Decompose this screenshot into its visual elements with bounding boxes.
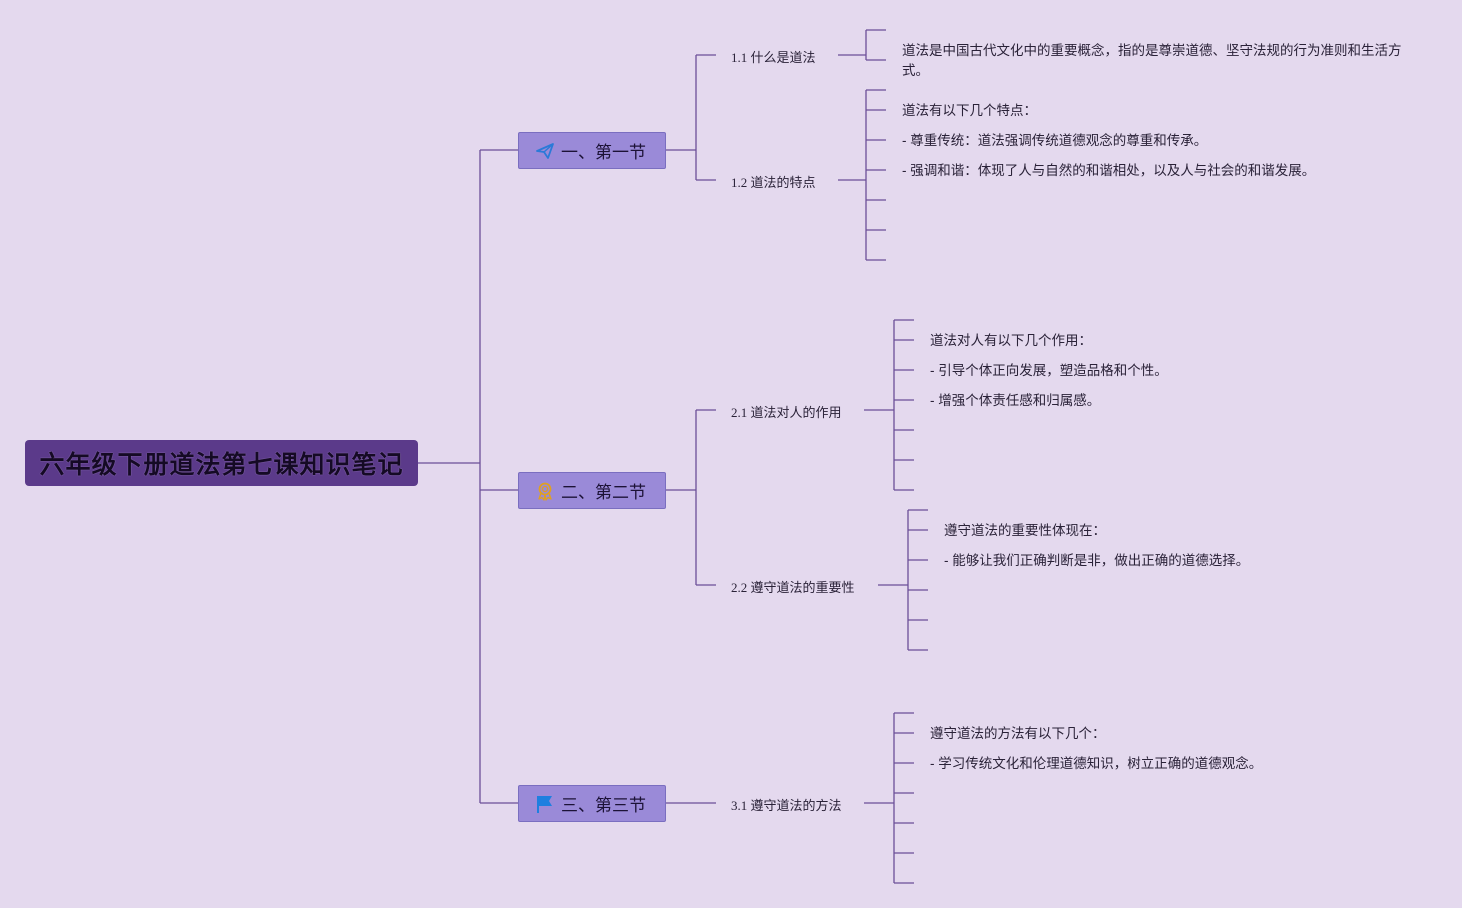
leaf-1-2-c[interactable]: - 强调和谐：体现了人与自然的和谐相处，以及人与社会的和谐发展。 (902, 163, 1316, 178)
section-1-node[interactable]: 一、第一节 (518, 132, 666, 169)
section-3-label: 三、第三节 (561, 796, 646, 816)
paper-plane-icon (535, 141, 555, 161)
leaf-2-2-a[interactable]: 遵守道法的重要性体现在： (944, 523, 1106, 538)
leaf-3-1-a[interactable]: 遵守道法的方法有以下几个： (930, 726, 1106, 741)
subtopic-1-2[interactable]: 1.2 道法的特点 (731, 175, 816, 190)
subtopic-1-1[interactable]: 1.1 什么是道法 (731, 50, 816, 65)
subtopic-2-2[interactable]: 2.2 遵守道法的重要性 (731, 580, 855, 595)
section-1-label: 一、第一节 (561, 143, 646, 163)
subtopic-3-1[interactable]: 3.1 遵守道法的方法 (731, 798, 842, 813)
leaf-1-2-a[interactable]: 道法有以下几个特点： (902, 103, 1037, 118)
leaf-2-1-b[interactable]: - 引导个体正向发展，塑造品格和个性。 (930, 363, 1168, 378)
award-ribbon-icon (535, 481, 555, 501)
leaf-3-1-b[interactable]: - 学习传统文化和伦理道德知识，树立正确的道德观念。 (930, 756, 1263, 771)
section-3-node[interactable]: 三、第三节 (518, 785, 666, 822)
leaf-2-1-a[interactable]: 道法对人有以下几个作用： (930, 333, 1092, 348)
root-title: 六年级下册道法第七课知识笔记 (39, 450, 404, 479)
leaf-1-1-a[interactable]: 道法是中国古代文化中的重要概念，指的是尊崇道德、坚守法规的行为准则和生活方式。 (902, 43, 1402, 78)
section-2-label: 二、第二节 (561, 483, 646, 503)
root-topic[interactable]: 六年级下册道法第七课知识笔记 (25, 440, 418, 486)
leaf-1-2-b[interactable]: - 尊重传统：道法强调传统道德观念的尊重和传承。 (902, 133, 1208, 148)
flag-icon (535, 794, 555, 814)
leaf-2-2-b[interactable]: - 能够让我们正确判断是非，做出正确的道德选择。 (944, 553, 1250, 568)
subtopic-2-1[interactable]: 2.1 道法对人的作用 (731, 405, 842, 420)
leaf-2-1-c[interactable]: - 增强个体责任感和归属感。 (930, 393, 1101, 408)
section-2-node[interactable]: 二、第二节 (518, 472, 666, 509)
